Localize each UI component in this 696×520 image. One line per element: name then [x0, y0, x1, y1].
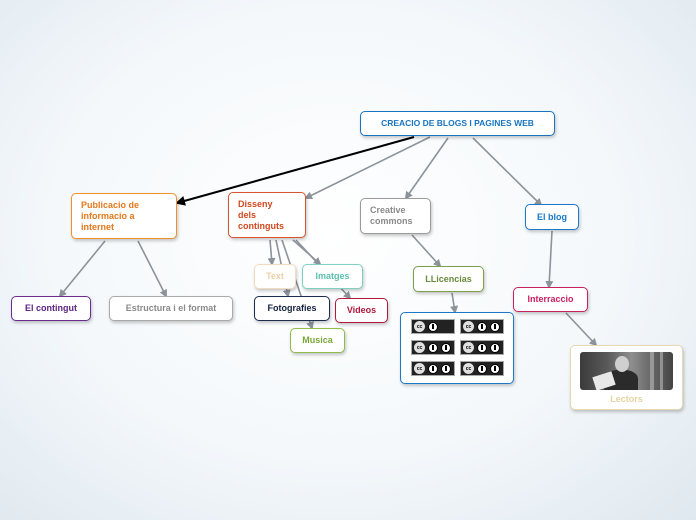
cc-by-nc-sa-badge-icon: cc	[411, 361, 455, 376]
imatges-label: Imatges	[315, 271, 350, 281]
interaccio-node[interactable]: Interraccio	[513, 287, 588, 312]
connector-creative-llicencies	[411, 234, 442, 268]
videos-node[interactable]: Videos	[335, 298, 388, 323]
root-topic-node[interactable]: CREACIO DE BLOGS I PAGINES WEB	[360, 111, 555, 136]
connector-root-publicacio	[175, 136, 415, 206]
cc-by-nd-badge-icon: cc	[411, 340, 455, 355]
estructura-label: Estructura i el format	[125, 303, 217, 313]
connector-disseny-text	[267, 239, 276, 266]
connector-blog-interaccio	[545, 230, 554, 289]
cc-by-sa-badge-icon: cc	[460, 319, 504, 334]
connector-root-disseny	[304, 136, 431, 199]
disseny-label: Disseny dels continguts	[238, 198, 284, 231]
publicacio-node[interactable]: Publicacio de informacio a internet	[71, 193, 177, 239]
interaccio-label: Interraccio	[527, 294, 574, 304]
connector-publicacio-contingut	[58, 240, 106, 298]
contingut-label: El contingut	[25, 303, 77, 313]
cc-by-nc-nd-badge-icon: cc	[460, 361, 504, 376]
estructura-node[interactable]: Estructura i el format	[109, 296, 233, 321]
connector-publicacio-estructura	[137, 240, 167, 298]
imatges-node[interactable]: Imatges	[302, 264, 363, 289]
lectors-node[interactable]: Lectors	[570, 345, 683, 410]
contingut-node[interactable]: El contingut	[11, 296, 91, 321]
musica-label: Musica	[302, 335, 333, 345]
llicencies-node[interactable]: LLicencias	[413, 266, 484, 292]
creative-commons-label: Creative commons	[370, 205, 413, 226]
blog-node[interactable]: El blog	[525, 204, 579, 230]
videos-label: Videos	[346, 305, 377, 315]
publicacio-label: Publicacio de informacio a internet	[81, 199, 140, 232]
connector-root-blog	[472, 137, 543, 207]
connector-interaccio-lectors	[565, 312, 598, 347]
text-label: Text	[266, 271, 284, 281]
reader-photo-image	[580, 352, 673, 390]
license-badges-node[interactable]: cc cc cc cc cc cc	[400, 312, 514, 384]
fotografies-node[interactable]: Fotografies	[254, 296, 330, 321]
disseny-node[interactable]: Disseny dels continguts	[228, 192, 306, 238]
musica-node[interactable]: Musica	[290, 328, 345, 353]
cc-by-nc-badge-icon: cc	[460, 340, 504, 355]
llicencies-label: LLicencias	[425, 273, 472, 284]
root-topic-label: CREACIO DE BLOGS I PAGINES WEB	[381, 118, 534, 128]
fotografies-label: Fotografies	[267, 303, 317, 313]
text-node[interactable]: Text	[254, 264, 296, 289]
blog-label: El blog	[537, 211, 567, 222]
connector-llicencies-badges	[450, 292, 459, 314]
creative-commons-node[interactable]: Creative commons	[360, 198, 431, 234]
lectors-label: Lectors	[610, 394, 643, 404]
connector-root-creative	[404, 137, 449, 200]
cc-by-badge-icon: cc	[411, 319, 455, 334]
